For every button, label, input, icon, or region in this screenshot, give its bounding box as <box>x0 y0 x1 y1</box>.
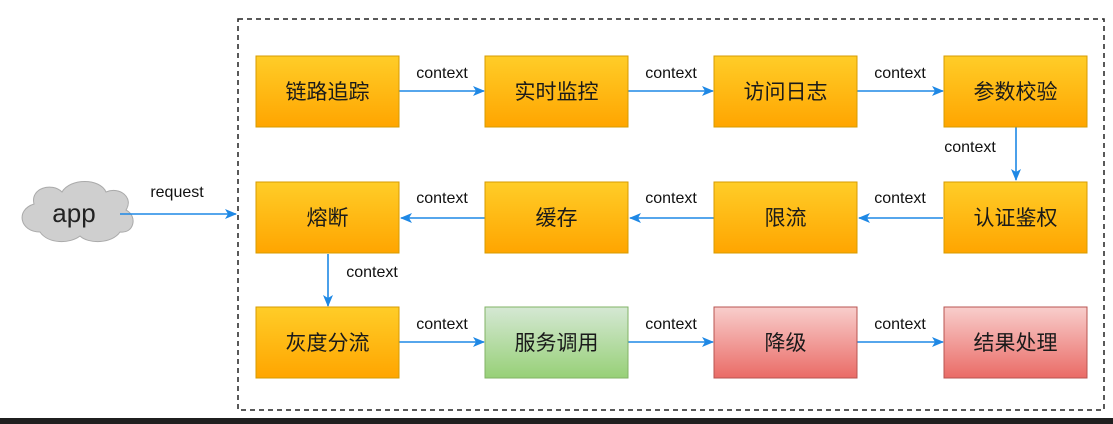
cloud-icon <box>21 181 134 242</box>
node-n9: 灰度分流 <box>255 306 400 379</box>
node-label: 链路追踪 <box>286 80 370 104</box>
edge-label-n2-n3: context <box>645 65 697 82</box>
edge-label-n7-n6: context <box>645 190 697 207</box>
node-n12: 结果处理 <box>943 306 1088 379</box>
node-label: 灰度分流 <box>286 331 370 355</box>
node-n11: 降级 <box>713 306 858 379</box>
edge-label-n6-n5: context <box>416 190 468 207</box>
edge-label-n1-n2: context <box>416 65 468 82</box>
node-label: 结果处理 <box>974 331 1058 355</box>
node-label: 降级 <box>765 331 807 355</box>
edge-label-n10-n11: context <box>645 316 697 333</box>
edge-label-n5-n9: context <box>346 264 398 281</box>
node-label: 熔断 <box>307 206 349 230</box>
node-label: 参数校验 <box>974 80 1058 104</box>
node-n7: 限流 <box>713 181 858 254</box>
node-label: 服务调用 <box>515 331 599 355</box>
request-label: request <box>150 184 204 201</box>
node-n4: 参数校验 <box>943 55 1088 128</box>
node-label: 实时监控 <box>515 80 599 104</box>
edge-label-n11-n12: context <box>874 316 926 333</box>
node-n6: 缓存 <box>484 181 629 254</box>
node-n3: 访问日志 <box>713 55 858 128</box>
node-n5: 熔断 <box>255 181 400 254</box>
edge-label-n9-n10: context <box>416 316 468 333</box>
edge-label-n8-n7: context <box>874 190 926 207</box>
node-label: 访问日志 <box>744 80 828 104</box>
app-label: app <box>52 198 95 228</box>
edge-label-n4-n8: context <box>944 139 996 156</box>
edges: context context context context context … <box>323 65 1021 347</box>
node-label: 缓存 <box>536 206 578 230</box>
app-cloud: app <box>21 181 134 242</box>
node-n8: 认证鉴权 <box>943 181 1088 254</box>
nodes: 链路追踪 实时监控 访问日志 参数校验 熔断 缓存 限流 认证鉴权 <box>255 55 1088 379</box>
edge-label-n3-n4: context <box>874 65 926 82</box>
pipeline-container <box>237 18 1105 411</box>
node-n1: 链路追踪 <box>255 55 400 128</box>
node-label: 限流 <box>765 206 807 230</box>
bottom-border <box>0 418 1113 424</box>
node-n10: 服务调用 <box>484 306 629 379</box>
node-n2: 实时监控 <box>484 55 629 128</box>
node-label: 认证鉴权 <box>974 206 1058 230</box>
